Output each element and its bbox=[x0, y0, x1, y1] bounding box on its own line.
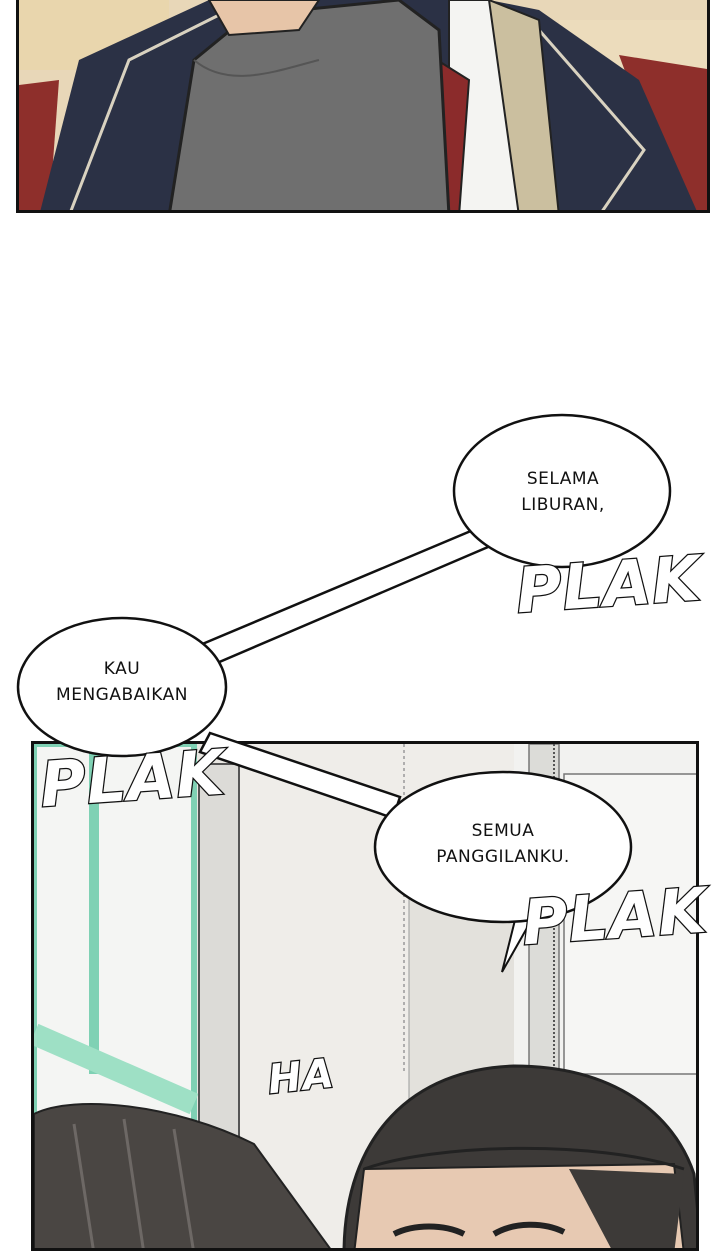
bubble-2-line-2: MENGABAIKAN bbox=[56, 685, 188, 705]
bubble-1-line-2: LIBURAN, bbox=[521, 495, 605, 515]
bubble-1-line-1: SELAMA bbox=[526, 469, 600, 489]
sfx-plak-3: PLAK bbox=[518, 872, 710, 960]
bottom-panel bbox=[31, 741, 699, 1251]
speech-bubble-1: SELAMA LIBURAN, bbox=[470, 466, 656, 518]
sfx-ha: HA bbox=[265, 1049, 338, 1104]
sfx-plak-1: PLAK bbox=[512, 540, 704, 628]
bubble-3-line-1: SEMUA bbox=[471, 821, 535, 841]
speech-bubble-3: SEMUA PANGGILANKU. bbox=[390, 818, 616, 870]
top-panel bbox=[16, 0, 710, 213]
bubble-3-line-2: PANGGILANKU. bbox=[436, 847, 570, 867]
bubble-2-line-1: KAU bbox=[103, 659, 141, 679]
classroom-art bbox=[34, 744, 696, 1248]
sfx-plak-2: PLAK bbox=[36, 734, 228, 822]
uniform-closeup-art bbox=[19, 0, 707, 210]
speech-bubble-2: KAU MENGABAIKAN bbox=[24, 656, 220, 708]
